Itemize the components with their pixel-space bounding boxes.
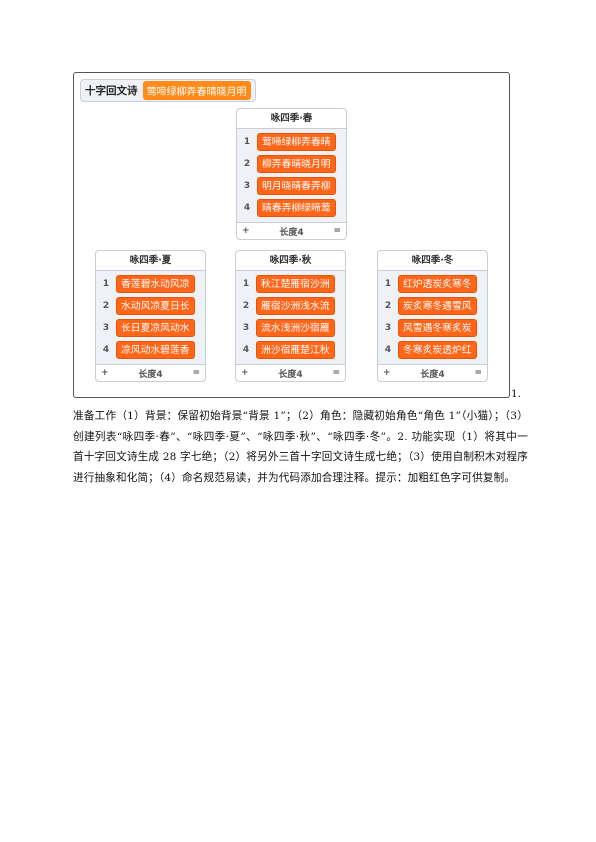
add-item-button[interactable]: + <box>383 368 391 378</box>
list-row: 1 秋江楚雁宿沙洲 <box>240 274 341 294</box>
list-index: 2 <box>243 159 251 169</box>
list-row: 4 冬寒炙炭透炉红 <box>382 340 483 360</box>
list-rows: 1 香莲碧水动风凉 2 水动风凉夏日长 3 长日夏凉风动水 4 凉风动水碧莲香 <box>96 271 205 360</box>
variable-value: 莺啼绿柳弄春晴晓月明 <box>142 81 251 100</box>
list-item[interactable]: 炭炙寒冬遇雪风 <box>398 297 477 315</box>
list-item[interactable]: 红炉透炭炙寒冬 <box>398 275 477 293</box>
list-monitor[interactable]: 咏四季·冬 1 红炉透炭炙寒冬 2 炭炙寒冬遇雪风 3 风雪遇冬寒炙炭 4 冬寒炙炭透炉红 + 长度… <box>377 250 488 382</box>
list-index: 1 <box>384 279 392 289</box>
list-row: 2 柳弄春晴晓月明 <box>241 154 342 174</box>
list-item[interactable]: 凉风动水碧莲香 <box>116 341 195 359</box>
list-index: 4 <box>102 345 110 355</box>
list-rows: 1 红炉透炭炙寒冬 2 炭炙寒冬遇雪风 3 风雪遇冬寒炙炭 4 冬寒炙炭透炉红 <box>378 271 487 360</box>
list-row: 3 明月晓晴春弄柳 <box>241 176 342 196</box>
list-index: 4 <box>242 345 250 355</box>
list-monitor[interactable]: 咏四季·春 1 莺啼绿柳弄春晴 2 柳弄春晴晓月明 3 明月晓晴春弄柳 4 晴春弄柳绿啼莺 + 长度… <box>236 108 347 240</box>
list-row: 3 流水浅洲沙宿雁 <box>240 318 341 338</box>
variable-name: 十字回文诗 <box>85 85 138 97</box>
list-title: 咏四季·春 <box>237 109 346 129</box>
list-item[interactable]: 莺啼绿柳弄春晴 <box>257 133 336 151</box>
list-index: 3 <box>384 323 392 333</box>
list-title: 咏四季·秋 <box>236 251 345 271</box>
list-row: 1 红炉透炭炙寒冬 <box>382 274 483 294</box>
list-item[interactable]: 秋江楚雁宿沙洲 <box>256 275 335 293</box>
list-row: 3 风雪遇冬寒炙炭 <box>382 318 483 338</box>
add-item-button[interactable]: + <box>242 226 250 236</box>
list-item[interactable]: 冬寒炙炭透炉红 <box>398 341 477 359</box>
list-index: 4 <box>384 345 392 355</box>
list-row: 4 晴春弄柳绿啼莺 <box>241 198 342 218</box>
list-item[interactable]: 柳弄春晴晓月明 <box>257 155 336 173</box>
list-row: 1 香莲碧水动风凉 <box>100 274 201 294</box>
list-item[interactable]: 香莲碧水动风凉 <box>116 275 195 293</box>
list-index: 3 <box>243 181 251 191</box>
list-item[interactable]: 洲沙宿雁楚江秋 <box>256 341 335 359</box>
list-footer: + 长度4 = <box>236 364 345 381</box>
list-title: 咏四季·夏 <box>96 251 205 271</box>
list-index: 1 <box>242 279 250 289</box>
add-item-button[interactable]: + <box>241 368 249 378</box>
list-index: 1 <box>243 137 251 147</box>
resize-handle[interactable]: = <box>332 368 340 378</box>
list-index: 2 <box>384 301 392 311</box>
variable-monitor: 十字回文诗 莺啼绿柳弄春晴晓月明 <box>80 79 256 102</box>
list-rows: 1 莺啼绿柳弄春晴 2 柳弄春晴晓月明 3 明月晓晴春弄柳 4 晴春弄柳绿啼莺 <box>237 129 346 218</box>
list-footer: + 长度4 = <box>378 364 487 381</box>
list-title: 咏四季·冬 <box>378 251 487 271</box>
list-monitor[interactable]: 咏四季·夏 1 香莲碧水动风凉 2 水动风凉夏日长 3 长日夏凉风动水 4 凉风动水碧莲香 + 长度… <box>95 250 206 382</box>
list-row: 4 洲沙宿雁楚江秋 <box>240 340 341 360</box>
list-index: 2 <box>102 301 110 311</box>
list-row: 3 长日夏凉风动水 <box>100 318 201 338</box>
list-rows: 1 秋江楚雁宿沙洲 2 雁宿沙洲浅水流 3 流水浅洲沙宿雁 4 洲沙宿雁楚江秋 <box>236 271 345 360</box>
list-row: 1 莺啼绿柳弄春晴 <box>241 132 342 152</box>
list-monitor[interactable]: 咏四季·秋 1 秋江楚雁宿沙洲 2 雁宿沙洲浅水流 3 流水浅洲沙宿雁 4 洲沙宿雁楚江秋 + 长度… <box>235 250 346 382</box>
list-row: 4 凉风动水碧莲香 <box>100 340 201 360</box>
list-index: 3 <box>102 323 110 333</box>
instructions-paragraph: 准备工作（1）背景：保留初始背景“背景 1”；（2）角色：隐藏初始角色“角色 1… <box>73 410 528 484</box>
list-item[interactable]: 雁宿沙洲浅水流 <box>256 297 335 315</box>
item-number: 1. <box>511 388 522 400</box>
list-item[interactable]: 长日夏凉风动水 <box>116 319 195 337</box>
list-item[interactable]: 流水浅洲沙宿雁 <box>256 319 335 337</box>
list-length: 长度4 <box>420 369 445 380</box>
list-row: 2 炭炙寒冬遇雪风 <box>382 296 483 316</box>
add-item-button[interactable]: + <box>101 368 109 378</box>
list-index: 1 <box>102 279 110 289</box>
list-row: 2 雁宿沙洲浅水流 <box>240 296 341 316</box>
list-index: 3 <box>242 323 250 333</box>
list-item[interactable]: 风雪遇冬寒炙炭 <box>398 319 477 337</box>
list-index: 4 <box>243 203 251 213</box>
list-length: 长度4 <box>279 227 304 238</box>
list-row: 2 水动风凉夏日长 <box>100 296 201 316</box>
resize-handle[interactable]: = <box>474 368 482 378</box>
list-item[interactable]: 晴春弄柳绿啼莺 <box>257 199 336 217</box>
list-length: 长度4 <box>278 369 303 380</box>
list-footer: + 长度4 = <box>237 222 346 239</box>
list-item[interactable]: 水动风凉夏日长 <box>116 297 195 315</box>
list-length: 长度4 <box>138 369 163 380</box>
list-item[interactable]: 明月晓晴春弄柳 <box>257 177 336 195</box>
list-index: 2 <box>242 301 250 311</box>
resize-handle[interactable]: = <box>333 226 341 236</box>
list-footer: + 长度4 = <box>96 364 205 381</box>
resize-handle[interactable]: = <box>192 368 200 378</box>
